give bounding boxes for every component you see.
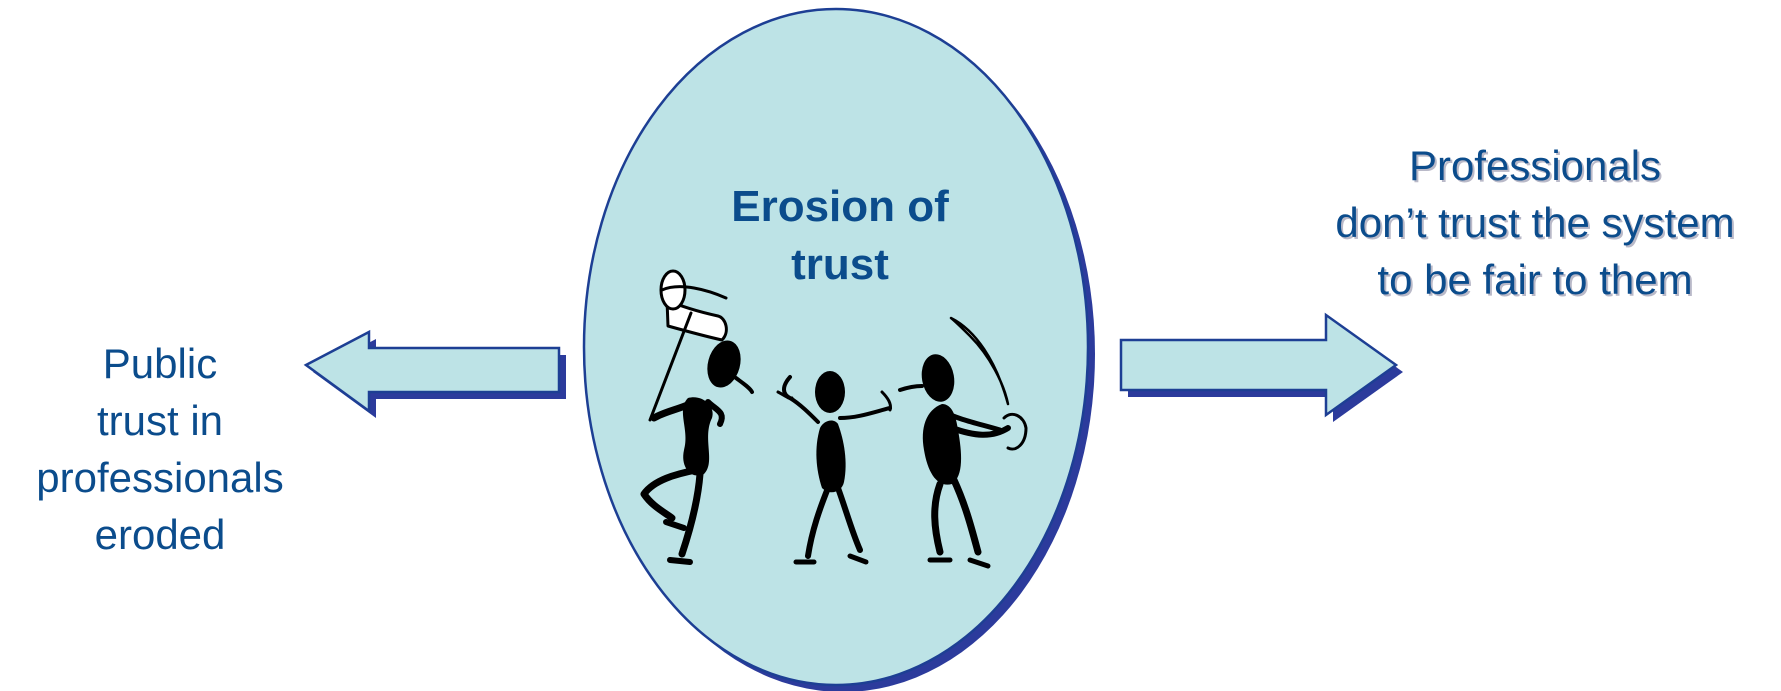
left-label-line3: professionals [36,454,284,501]
sword-icon [949,316,1028,451]
stick-figure-hammer [640,340,754,565]
right-label-line3: to be fair to them [1377,256,1693,303]
left-label: Public trust in professionals eroded [0,335,320,563]
central-ellipse [582,7,1090,687]
left-label-line1: Public [102,340,218,387]
left-label-line2: trust in [96,397,224,444]
center-title: Erosion of trust [690,178,990,294]
center-title-line2: trust [791,240,889,289]
right-label-line1: Professionals [1408,142,1662,189]
stick-figure-middle [776,371,892,565]
fighting-stick-figures-icon [640,269,1028,569]
right-label-line2: don’t trust the system [1335,199,1735,246]
arrow-right-icon [1119,312,1403,422]
right-label: Professionals don’t trust the system to … [1290,137,1780,308]
center-title-line1: Erosion of [731,182,949,231]
stick-figure-sword [898,354,1011,569]
arrow-left-icon [303,329,566,418]
left-label-line4: eroded [94,511,226,558]
hammer-icon [648,269,728,422]
